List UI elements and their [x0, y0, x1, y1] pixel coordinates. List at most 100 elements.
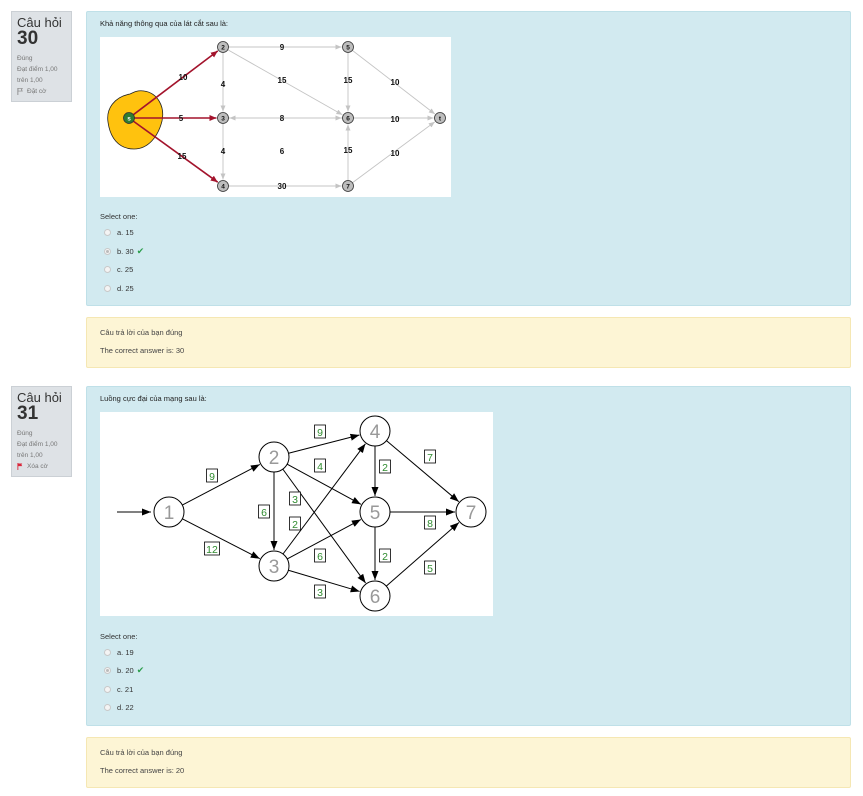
- graph-node-7: [455, 496, 487, 528]
- question-info-30: Câu hỏi 30 Đúng Đạt điểm 1,00 trên 1,00 …: [11, 11, 72, 102]
- edge-capacity-label: 7: [427, 452, 433, 464]
- radio-button[interactable]: [104, 228, 111, 236]
- edge-capacity-label: 8: [280, 114, 285, 123]
- question-grade-max: trên 1,00: [17, 77, 43, 84]
- answer-option-d[interactable]: d. 25: [104, 282, 134, 294]
- graph-node-label: 5: [346, 45, 350, 52]
- graph-node-label: 4: [370, 422, 381, 443]
- cut-region: [107, 90, 164, 150]
- radio-button-selected[interactable]: [104, 247, 111, 255]
- edge-capacity-box: [314, 424, 326, 439]
- feedback-result: Câu trả lời của bạn đúng: [100, 748, 183, 757]
- graph-node-label: 2: [269, 448, 280, 469]
- correct-check-icon: ✔: [136, 245, 145, 256]
- graph-node-label: 3: [221, 116, 225, 123]
- edge-capacity-box: [289, 491, 301, 506]
- question-info-31: Câu hỏi 31 Đúng Đạt điểm 1,00 trên 1,00 …: [11, 386, 72, 477]
- answer-option-label: d. 22: [117, 702, 134, 712]
- answer-option-b[interactable]: b. 20 ✔: [104, 664, 144, 676]
- answer-option-b[interactable]: b. 30 ✔: [104, 245, 144, 257]
- edge-capacity-label: 9: [317, 427, 323, 439]
- edge-capacity-label: 3: [292, 494, 298, 506]
- answer-option-label: c. 25: [117, 264, 134, 274]
- edge-capacity-label: 2: [382, 462, 388, 474]
- edge-capacity-label: 8: [427, 518, 433, 530]
- radio-button[interactable]: [104, 265, 111, 273]
- question-grade-max: trên 1,00: [17, 452, 43, 459]
- edge-capacity-label: 3: [317, 587, 323, 599]
- answer-option-label: b. 30: [117, 246, 134, 256]
- graph-node-4: [359, 415, 391, 447]
- edge-6-7: [385, 522, 460, 587]
- graph-node-2: [258, 441, 290, 473]
- edge-capacity-label: 4: [221, 147, 226, 156]
- graph-node-7: [342, 180, 354, 192]
- graph-node-label: 6: [346, 116, 350, 123]
- question-text: Khả năng thông qua của lát cắt sau là:: [100, 19, 229, 28]
- edge-capacity-label: 9: [209, 471, 215, 483]
- edge-7-t: [352, 121, 436, 184]
- question-number: 30: [17, 28, 39, 49]
- edge-3-5: [286, 519, 362, 560]
- edge-capacity-label: 15: [344, 76, 353, 85]
- edge-capacity-label: 5: [179, 114, 184, 123]
- edge-capacity-label: 15: [344, 146, 353, 155]
- radio-button[interactable]: [104, 703, 111, 711]
- question-formulation-30: Khả năng thông qua của lát cắt sau là: 1…: [86, 11, 851, 306]
- edge-capacity-box: [424, 515, 436, 530]
- edge-capacity-label: 2: [382, 551, 388, 563]
- edge-capacity-label: 4: [221, 80, 226, 89]
- edge-capacity-box: [314, 458, 326, 473]
- graph-node-label: 3: [269, 557, 280, 578]
- correct-answer-text: The correct answer is: 30: [100, 346, 185, 355]
- edge-5-t: [352, 50, 436, 115]
- edge-capacity-box: [258, 504, 270, 519]
- graph-node-label: t: [439, 116, 442, 123]
- question-label: Câu hỏi: [17, 15, 62, 30]
- edge-capacity-box: [289, 516, 301, 531]
- radio-button-selected[interactable]: [104, 666, 111, 674]
- edge-2-6: [227, 49, 343, 116]
- graph-node-2: [217, 41, 229, 53]
- answer-option-a[interactable]: a. 15: [104, 226, 134, 238]
- edge-capacity-label: 15: [278, 76, 287, 85]
- graph-node-label: 7: [346, 184, 350, 191]
- answer-option-label: d. 25: [117, 283, 134, 293]
- answer-option-c[interactable]: c. 25: [104, 263, 133, 275]
- flag-question-button[interactable]: Đặt cờ: [17, 88, 66, 95]
- graph-node-label: 2: [221, 45, 225, 52]
- edge-2-6: [282, 468, 366, 584]
- answer-option-d[interactable]: d. 22: [104, 701, 134, 713]
- graph-node-5: [359, 496, 391, 528]
- graph-node-3: [217, 112, 229, 124]
- edge-capacity-label: 10: [391, 78, 400, 87]
- flag-label: Xóa cờ: [27, 463, 48, 470]
- graph-node-4: [217, 180, 229, 192]
- graph-node-label: 1: [164, 503, 175, 524]
- feedback-result: Câu trả lời của bạn đúng: [100, 328, 183, 337]
- radio-button[interactable]: [104, 648, 111, 656]
- unflag-question-button[interactable]: Xóa cờ: [17, 463, 66, 470]
- edge-4-7: [386, 440, 460, 503]
- edge-capacity-label: 2: [292, 519, 298, 531]
- graph-node-5: [342, 41, 354, 53]
- graph-node-t: [434, 112, 446, 124]
- radio-button[interactable]: [104, 685, 111, 693]
- edge-s-4: [132, 120, 219, 183]
- edge-capacity-label: 10: [391, 115, 400, 124]
- correct-check-icon: ✔: [136, 664, 145, 675]
- edge-1-3: [182, 518, 261, 560]
- radio-button[interactable]: [104, 284, 111, 292]
- edge-capacity-box: [424, 560, 436, 575]
- answer-option-a[interactable]: a. 19: [104, 646, 134, 658]
- question-number: 31: [17, 403, 39, 424]
- answer-option-c[interactable]: c. 21: [104, 683, 133, 695]
- edge-capacity-box: [379, 548, 391, 563]
- feedback-box-30: Câu trả lời của bạn đúng The correct ans…: [86, 317, 851, 368]
- graph-node-6: [342, 112, 354, 124]
- edge-capacity-label: 10: [179, 73, 188, 82]
- edge-capacity-label: 6: [280, 147, 285, 156]
